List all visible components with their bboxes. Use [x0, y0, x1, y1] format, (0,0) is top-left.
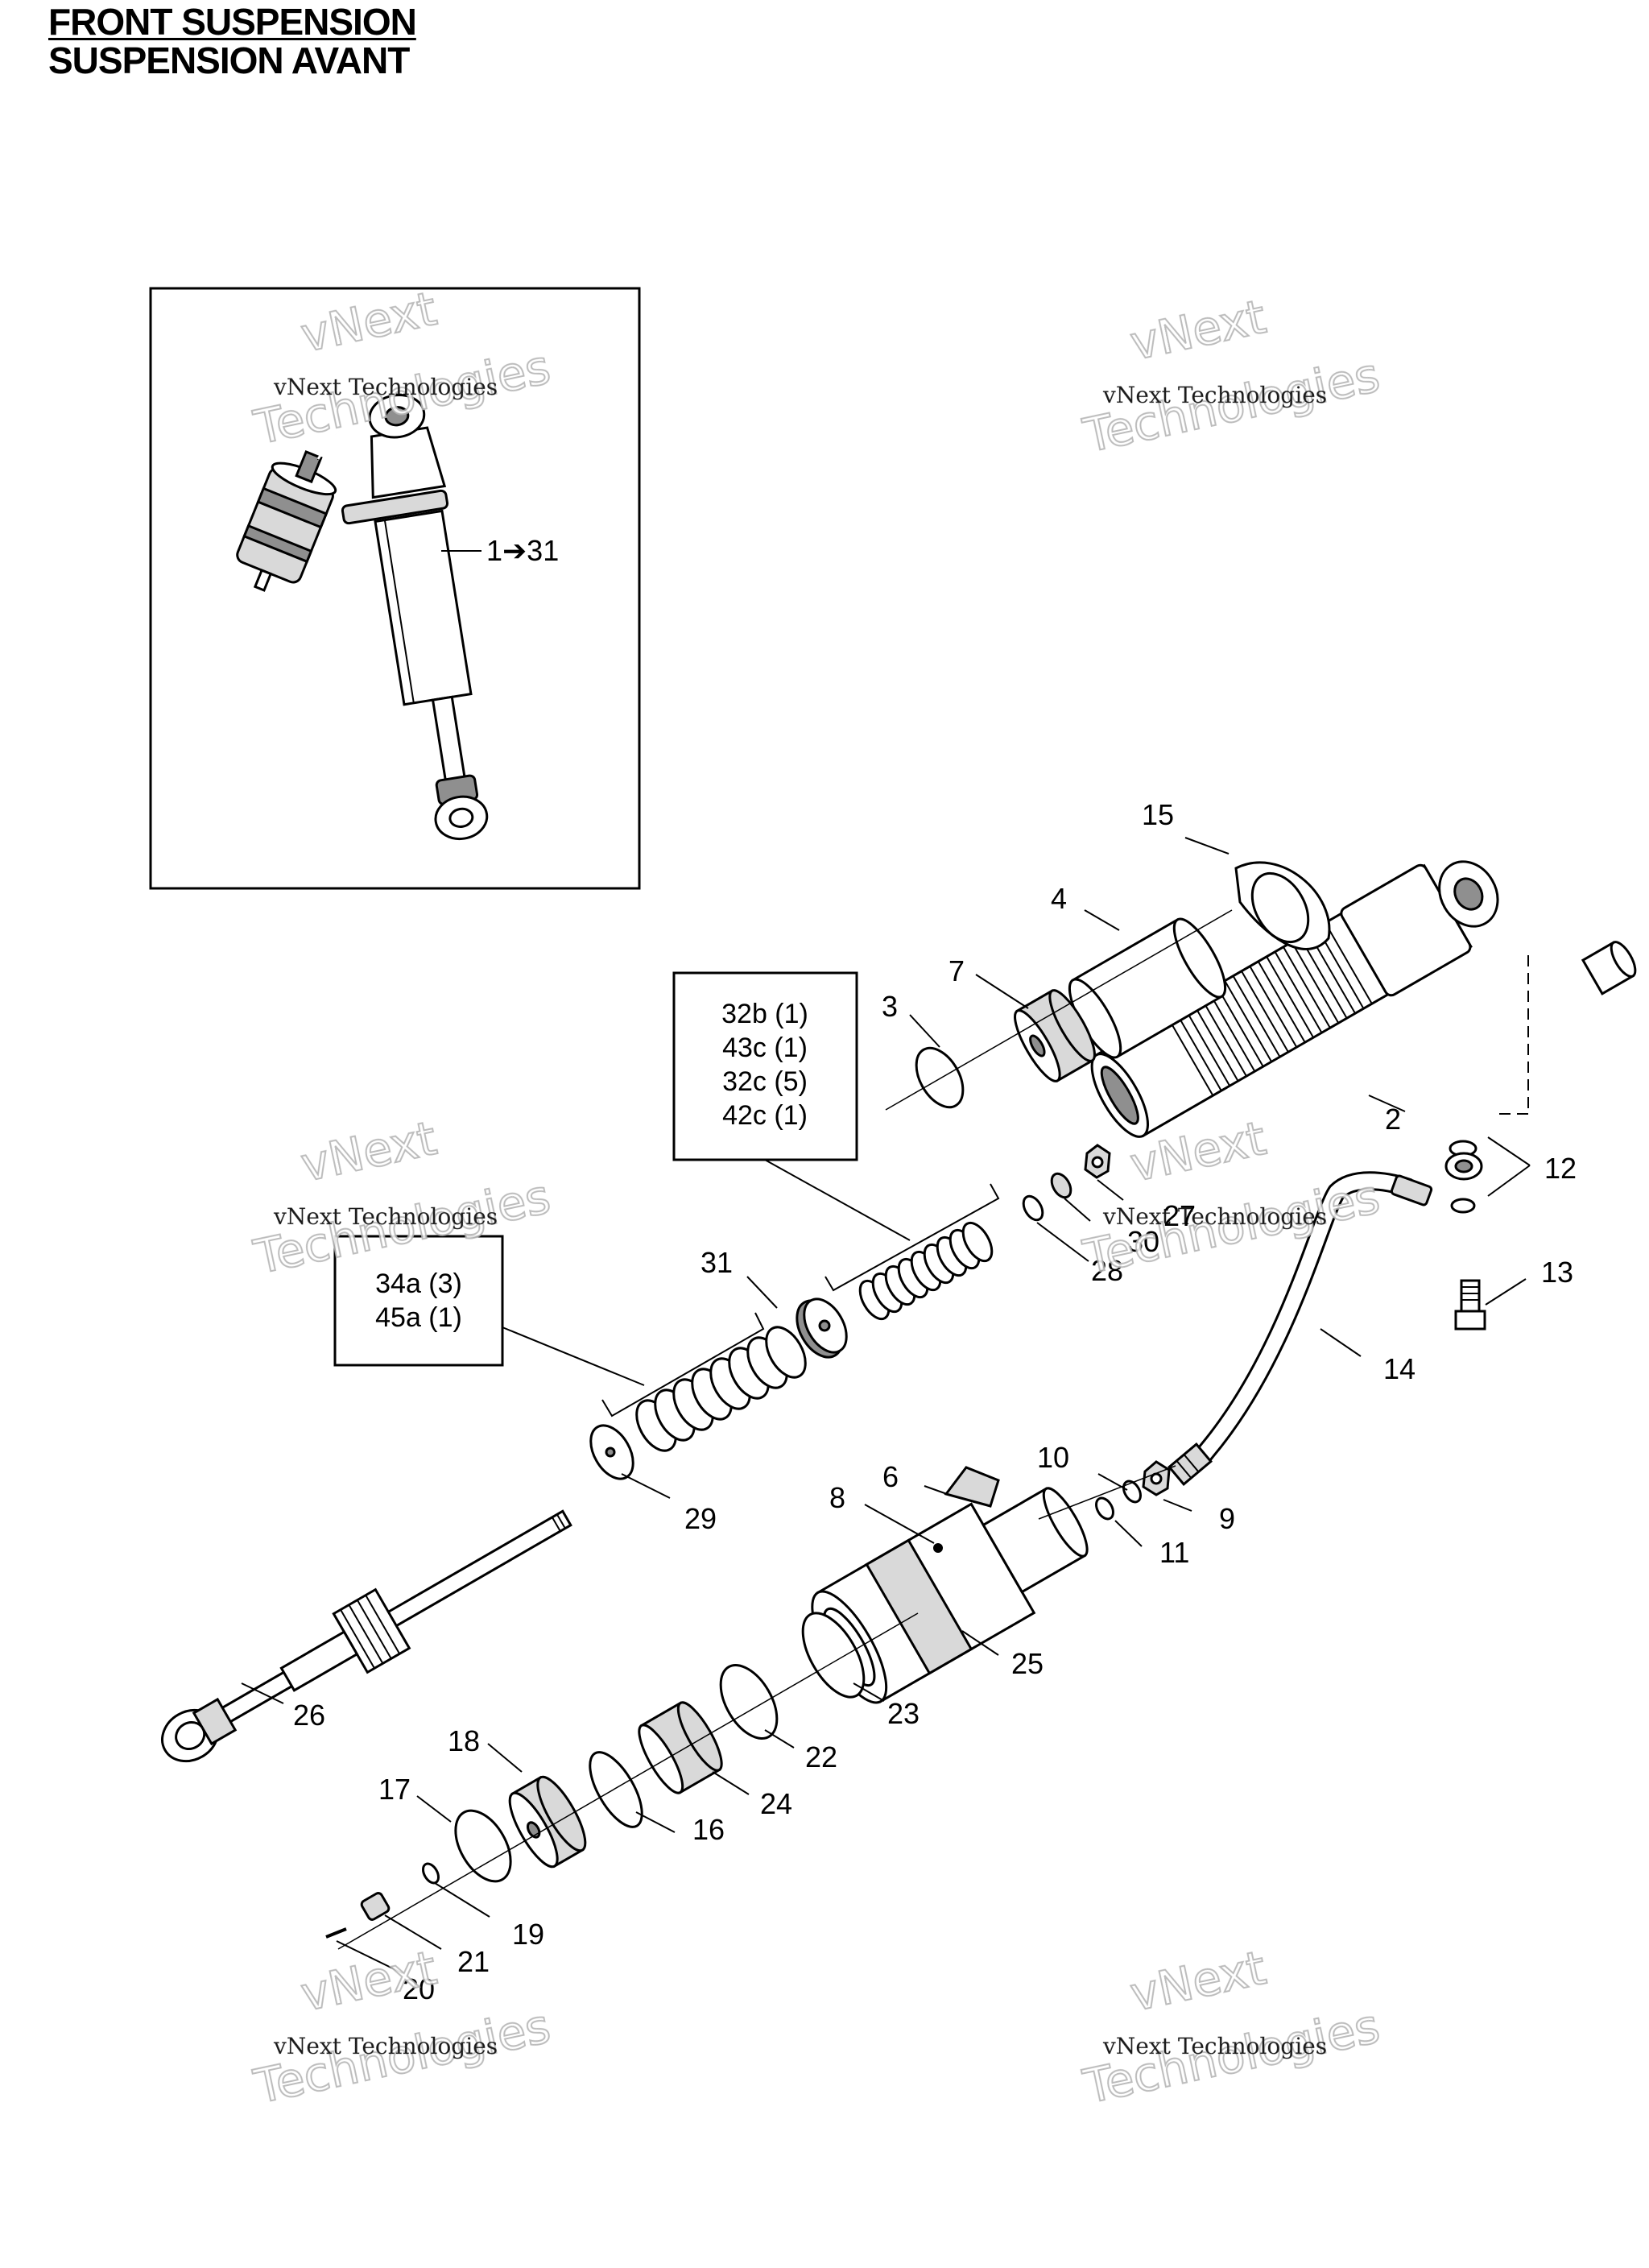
part-26-shaft [161, 1509, 572, 1763]
part-16-seal [589, 1751, 643, 1828]
part-10-seal [1122, 1480, 1142, 1504]
callout-8: 8 [829, 1481, 845, 1514]
watermark-2: vNext Technologies vNext Technologies [1078, 288, 1386, 464]
part-3-disc [915, 1046, 965, 1109]
part-22-ring [719, 1663, 779, 1740]
callout-25: 25 [1011, 1647, 1044, 1680]
callout-7: 7 [948, 954, 965, 987]
kit-box-1-line-1: 32b (1) [721, 999, 808, 1029]
part-11-seal [1095, 1496, 1114, 1521]
part-17-disc [454, 1809, 512, 1883]
svg-text:vNext: vNext [1126, 1940, 1271, 2022]
callout-19: 19 [512, 1918, 544, 1951]
callout-labels: 15 4 7 3 2 12 13 14 27 30 28 31 29 6 8 1… [293, 798, 1577, 2005]
part-28-washer [1022, 1194, 1044, 1222]
callout-22: 22 [805, 1740, 837, 1773]
page-subtitle: SUSPENSION AVANT [48, 39, 410, 81]
part-9-fitting [1142, 1460, 1171, 1496]
part-18-cap [508, 1775, 587, 1869]
callout-18: 18 [448, 1724, 480, 1757]
part-4-sleeve [1068, 917, 1227, 1059]
svg-text:vNext Technologies: vNext Technologies [273, 374, 498, 400]
part-8-marker [933, 1543, 943, 1553]
callout-9: 9 [1219, 1502, 1235, 1535]
callout-17: 17 [378, 1773, 411, 1806]
callout-26: 26 [293, 1699, 325, 1732]
kit-box-2: 34a (3) 45a (1) [333, 1235, 645, 1386]
inset-shock-drawing [236, 394, 489, 841]
callout-4: 4 [1051, 882, 1067, 915]
callout-6: 6 [882, 1460, 899, 1493]
part-27-nut [1084, 1144, 1111, 1179]
svg-text:vNext Technologies: vNext Technologies [1102, 2033, 1327, 2059]
part-30-washer [1050, 1172, 1072, 1199]
callout-2: 2 [1385, 1103, 1401, 1136]
part-24-piston [638, 1701, 723, 1794]
spring-stack-1 [601, 1312, 807, 1452]
callout-21: 21 [457, 1945, 490, 1978]
inset-frame [149, 287, 641, 890]
callout-30: 30 [1127, 1225, 1159, 1258]
part-21-valve [360, 1892, 391, 1921]
callout-29: 29 [684, 1502, 717, 1535]
svg-text:vNext Technologies: vNext Technologies [1102, 1203, 1327, 1230]
part-14-hose [1168, 1171, 1433, 1486]
kit-box-1-line-2: 43c (1) [722, 1033, 808, 1063]
part-19-oring [422, 1862, 440, 1885]
callout-20: 20 [403, 1972, 435, 2005]
callout-28: 28 [1091, 1254, 1123, 1287]
part-15-plate [1234, 861, 1331, 950]
part-23-ring [801, 1612, 866, 1699]
inset-overview: 1➔31 [149, 287, 641, 890]
inset-range-label: 1➔31 [486, 534, 559, 567]
kit-box-2-line-1: 34a (3) [375, 1269, 462, 1299]
callout-10: 10 [1037, 1441, 1069, 1474]
callout-16: 16 [692, 1813, 725, 1846]
watermark-1: vNext Technologies vNext Technologies [249, 280, 556, 456]
kit-box-2-line-2: 45a (1) [375, 1302, 462, 1333]
svg-text:vNext Technologies: vNext Technologies [273, 1203, 498, 1230]
svg-text:vNext Technologies: vNext Technologies [273, 2033, 498, 2059]
svg-text:vNext: vNext [296, 1940, 441, 2022]
watermark-4: vNext Technologies vNext Technologies [1078, 1110, 1386, 1285]
callout-11: 11 [1159, 1536, 1189, 1569]
callout-23: 23 [887, 1697, 920, 1730]
page-title: FRONT SUSPENSION [48, 1, 417, 43]
part-2-shock-body [1090, 860, 1637, 1138]
callout-31: 31 [701, 1246, 733, 1279]
callout-14: 14 [1383, 1352, 1415, 1385]
watermark-3: vNext Technologies vNext Technologies [249, 1110, 556, 1285]
callout-12: 12 [1544, 1152, 1577, 1185]
kit-box-1: 32b (1) 43c (1) 32c (5) 42c (1) [672, 971, 911, 1241]
watermark-6: vNext Technologies vNext Technologies [1078, 1939, 1386, 2115]
callout-24: 24 [760, 1787, 792, 1820]
svg-text:vNext: vNext [296, 1111, 441, 1193]
svg-text:vNext: vNext [1126, 289, 1271, 371]
spring-stack-2 [824, 1183, 1000, 1321]
svg-text:vNext: vNext [296, 281, 441, 363]
watermark-5: vNext Technologies vNext Technologies [249, 1939, 556, 2115]
part-31-piston [796, 1297, 848, 1359]
part-12-seals [1444, 1140, 1483, 1214]
leader-lines [241, 837, 1531, 1974]
svg-text:vNext Technologies: vNext Technologies [1102, 382, 1327, 408]
callout-3: 3 [882, 990, 898, 1023]
callout-15: 15 [1142, 798, 1174, 831]
callout-27: 27 [1163, 1199, 1196, 1232]
kit-box-1-line-3: 32c (5) [722, 1066, 808, 1097]
part-6-fitting [944, 1466, 1000, 1508]
callout-13: 13 [1541, 1256, 1573, 1289]
part-13-bolt [1454, 1279, 1486, 1331]
part-20-screw [325, 1927, 347, 1939]
kit-box-1-line-4: 42c (1) [722, 1100, 808, 1131]
